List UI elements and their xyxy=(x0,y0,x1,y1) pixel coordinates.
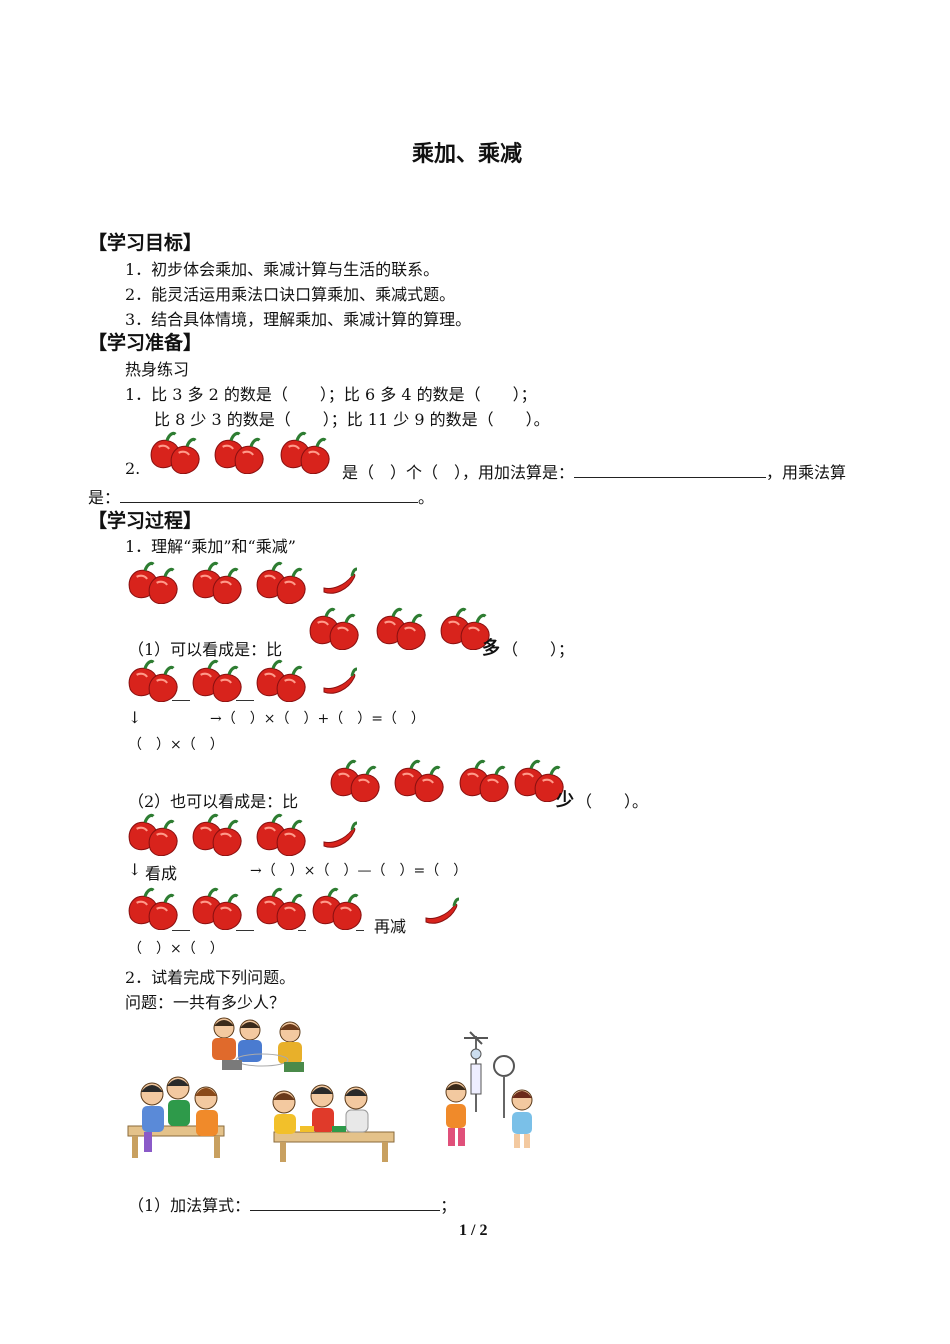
process-item-1-title: 1．理解“乘加”和“乘减” xyxy=(125,537,296,556)
pepper-pair-icon xyxy=(252,810,310,856)
prep-q2-line2-a: 是： xyxy=(88,488,121,507)
see-as-label: 看成 xyxy=(145,864,178,883)
process-sub1-addition: （1）加法算式： ； xyxy=(128,1192,456,1216)
bracket-line xyxy=(236,700,254,701)
pepper-pair-icon xyxy=(276,428,334,474)
bracket-line xyxy=(298,930,306,931)
pepper-single-icon xyxy=(320,662,360,698)
prep-q2-text: 是（ ）个（ ），用加法算是： ，用乘法算 xyxy=(342,459,846,483)
pepper-pair-icon xyxy=(124,810,182,856)
pepper-pair-icon xyxy=(124,656,182,702)
process-item-2-title: 2．试着完成下列问题。 xyxy=(125,968,296,987)
bracket-line xyxy=(172,930,190,931)
bracket-line xyxy=(172,700,190,701)
sub1-text: （1）可以看成是：比 xyxy=(128,640,283,659)
sub2-less-label: 少 xyxy=(556,790,574,811)
pepper-single-icon xyxy=(320,562,360,598)
prep-q1-line1: 1．比 3 多 2 的数是（ ）；比 6 多 4 的数是（ ）； xyxy=(125,385,537,404)
sub2-text: （2）也可以看成是：比 xyxy=(128,792,299,811)
prep-q2-line2-b: 。 xyxy=(418,488,435,507)
answer-blank[interactable] xyxy=(120,488,419,503)
then-subtract-label: 再减 xyxy=(374,917,407,936)
pepper-single-icon xyxy=(320,816,360,852)
prep-heading: 【学习准备】 xyxy=(88,332,203,354)
pepper-pair-icon xyxy=(146,428,204,474)
addition-end: ； xyxy=(440,1196,457,1215)
sub1-more-label: 多 xyxy=(482,638,500,659)
warmup-label: 热身练习 xyxy=(125,360,190,379)
arrow-down-icon: ↓ xyxy=(128,708,142,727)
pepper-pair-icon xyxy=(252,656,310,702)
pepper-pair-icon xyxy=(510,756,568,802)
pepper-pair-icon xyxy=(305,604,363,650)
prep-q2-text-a: 是（ ）个（ ），用加法算是： xyxy=(342,463,575,482)
addition-label: （1）加法算式： xyxy=(128,1196,251,1215)
pepper-pair-icon xyxy=(188,558,246,604)
answer-blank[interactable] xyxy=(250,1196,441,1211)
pepper-pair-icon xyxy=(308,884,366,930)
process-heading: 【学习过程】 xyxy=(88,510,203,532)
page-title: 乘加、乘减 xyxy=(412,142,523,167)
pepper-pair-icon xyxy=(188,656,246,702)
bracket-line xyxy=(356,930,364,931)
pepper-pair-icon xyxy=(390,756,448,802)
pepper-pair-icon xyxy=(124,884,182,930)
pepper-pair-icon xyxy=(124,558,182,604)
prep-q1-line2: 比 8 少 3 的数是（ ）；比 11 少 9 的数是（ ）。 xyxy=(154,410,550,429)
formula-1-bottom: （ ）×（ ） xyxy=(128,737,224,753)
goals-heading: 【学习目标】 xyxy=(88,232,203,254)
prep-q2-line2: 是： 。 xyxy=(88,484,434,508)
page-number: 1 / 2 xyxy=(459,1222,488,1239)
pepper-pair-icon xyxy=(372,604,430,650)
answer-blank[interactable] xyxy=(574,463,767,478)
goal-item: 3．结合具体情境，理解乘加、乘减计算的算理。 xyxy=(125,310,472,329)
children-illustration xyxy=(124,1008,544,1168)
arrow-down-icon: ↓ xyxy=(128,860,142,879)
prep-q2-number: 2. xyxy=(125,459,141,478)
pepper-pair-icon xyxy=(455,756,513,802)
prep-q2-text-b: ，用乘法算 xyxy=(766,463,847,482)
process-question: 问题：一共有多少人？ xyxy=(125,993,286,1012)
sub2-blank: （ ）。 xyxy=(576,792,649,811)
formula-2-bottom: （ ）×（ ） xyxy=(128,941,224,957)
pepper-single-icon xyxy=(422,892,462,928)
pepper-pair-icon xyxy=(326,756,384,802)
bracket-line xyxy=(236,930,254,931)
sub1-blank: （ ）； xyxy=(502,640,575,659)
pepper-pair-icon xyxy=(188,810,246,856)
formula-1: →（ ）×（ ）+（ ）=（ ） xyxy=(210,711,425,727)
pepper-pair-icon xyxy=(210,428,268,474)
pepper-pair-icon xyxy=(252,884,310,930)
formula-2: →（ ）×（ ）—（ ）=（ ） xyxy=(250,863,468,879)
pepper-pair-icon xyxy=(436,604,494,650)
goal-item: 1．初步体会乘加、乘减计算与生活的联系。 xyxy=(125,260,440,279)
pepper-pair-icon xyxy=(252,558,310,604)
goal-item: 2．能灵活运用乘法口诀口算乘加、乘减式题。 xyxy=(125,285,456,304)
pepper-pair-icon xyxy=(188,884,246,930)
